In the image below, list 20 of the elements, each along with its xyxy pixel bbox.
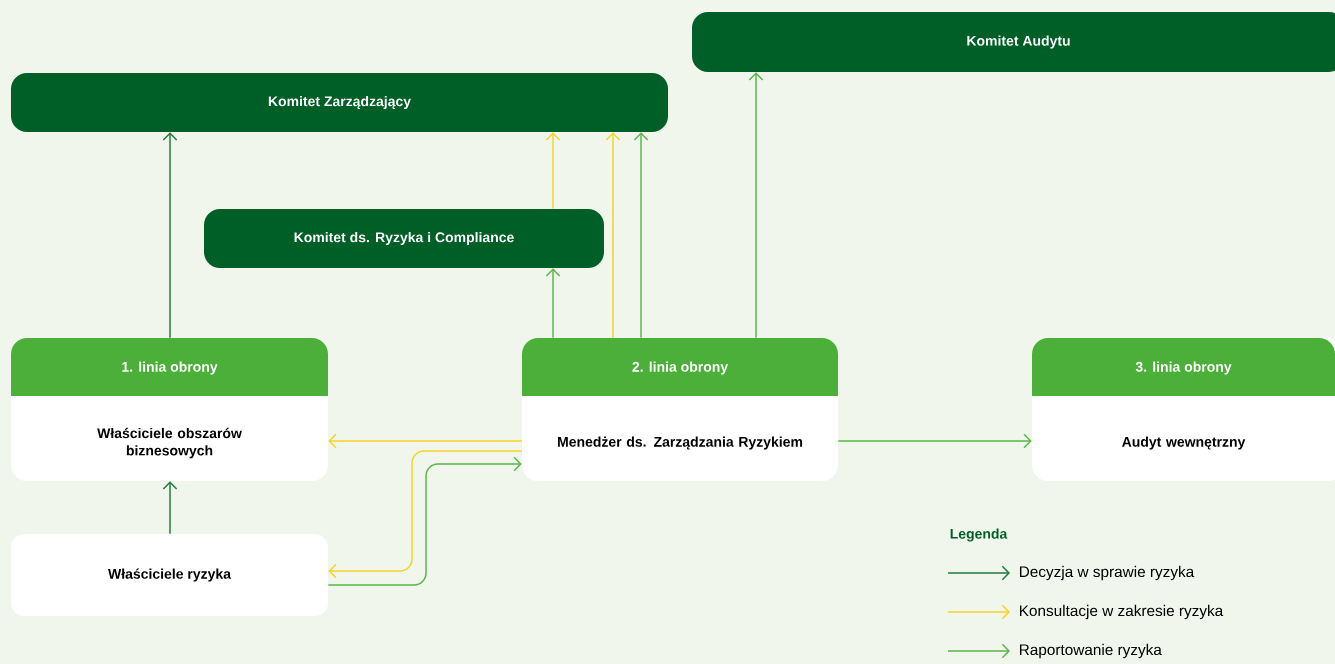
owner-box: Właściciele ryzyka	[10, 534, 329, 616]
arrow	[328, 433, 523, 449]
arrow	[605, 132, 621, 339]
arrow	[545, 268, 561, 339]
arrow	[162, 481, 178, 535]
arrow	[837, 433, 1032, 449]
legend-text: Raportowanie ryzyka	[1020, 643, 1162, 659]
committee-bar: Komitet Audytu	[692, 12, 1335, 72]
legend-title: Legenda	[950, 528, 1008, 542]
arrow	[545, 132, 561, 210]
line-card: 1. linia obrony Właściciele obszarów biznesowych	[10, 338, 329, 481]
committee-bar: Komitet Zarządzający	[10, 73, 669, 132]
committee-bar: Komitet ds. Ryzyka i Compliance	[204, 209, 604, 268]
arrow	[748, 72, 764, 339]
legend-text: Konsultacje w zakresie ryzyka	[1020, 604, 1224, 620]
arrow	[162, 132, 178, 339]
line-card: 2. linia obrony Menedżer ds. Zarządzania Ryzykiem	[522, 338, 838, 481]
arrow	[633, 132, 649, 339]
legend-text: Decyzja w sprawie ryzyka	[1020, 565, 1195, 581]
line-card: 3. linia obrony Audyt wewnętrzny	[1032, 338, 1335, 481]
